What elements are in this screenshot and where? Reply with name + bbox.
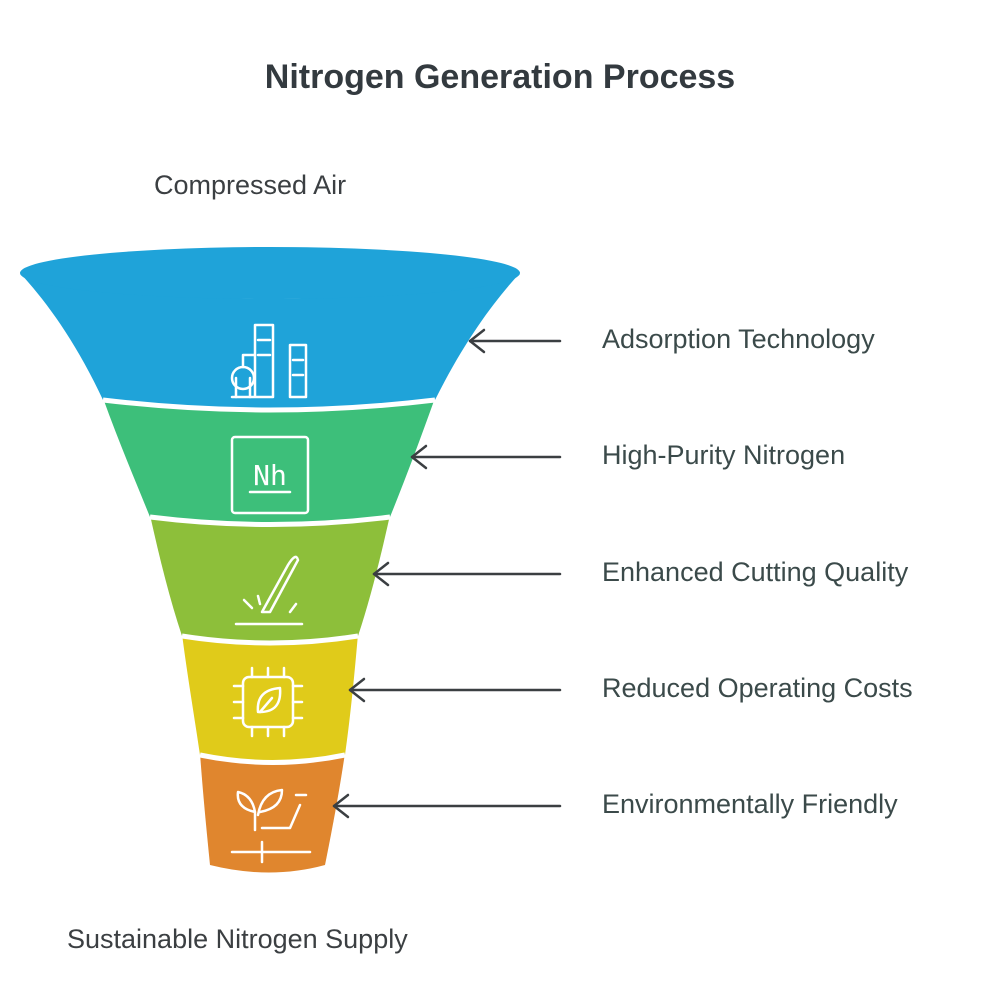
plant-hand-icon [230, 788, 312, 864]
stage-label-operating-costs: Reduced Operating Costs [602, 673, 913, 703]
stage-label-high-purity: High-Purity Nitrogen [602, 440, 846, 470]
stage-label-adsorption: Adsorption Technology [602, 324, 875, 354]
funnel-stage-1 [20, 273, 520, 410]
nitrogen-element-icon [230, 435, 310, 515]
arrow-stage-4 [348, 677, 562, 703]
output-label: Sustainable Nitrogen Supply [67, 924, 408, 954]
funnel-rim [20, 247, 520, 299]
stage-label-environment: Environmentally Friendly [602, 789, 898, 819]
arrow-stage-1 [468, 328, 562, 354]
funnel-stage-3 [150, 515, 390, 643]
funnel-stage-2 [103, 398, 435, 525]
funnel-stage-4 [182, 634, 358, 763]
input-label: Compressed Air [154, 170, 347, 200]
page-title: Nitrogen Generation Process [264, 58, 736, 96]
energy-chip-icon [232, 666, 304, 738]
stage-label-cutting-quality: Enhanced Cutting Quality [602, 557, 909, 587]
industry-icon [230, 323, 308, 399]
arrow-stage-3 [372, 561, 562, 587]
funnel-stage-5 [200, 753, 345, 873]
arrow-stage-5 [332, 793, 562, 819]
nitrogen-symbol: Nh [253, 459, 287, 492]
arrow-stage-2 [410, 444, 562, 470]
cutting-knife-icon [234, 555, 304, 626]
